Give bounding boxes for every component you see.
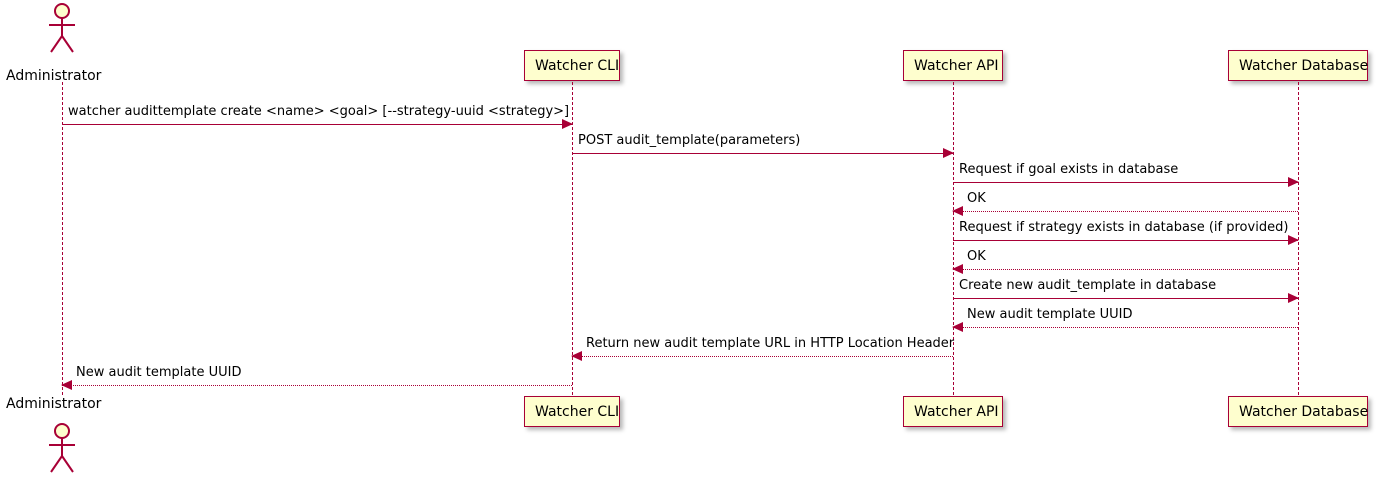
- message-label-4: OK: [967, 191, 986, 206]
- arrowhead-right-icon-5: [1288, 235, 1299, 245]
- message-label-5: Request if strategy exists in database (…: [959, 220, 1289, 235]
- arrowhead-right-icon-3: [1288, 177, 1299, 187]
- arrowhead-right-icon-2: [943, 148, 954, 158]
- participant-box-watcher-database-top[interactable]: Watcher Database: [1228, 50, 1368, 81]
- message-line-3: [953, 182, 1298, 183]
- message-line-8: [953, 327, 1298, 328]
- stick-figure-icon: [49, 3, 75, 53]
- actor-label-administrator-bottom: Administrator: [6, 396, 102, 412]
- arrowhead-left-icon-10: [61, 380, 72, 390]
- participant-box-watcher-api-top[interactable]: Watcher API: [903, 50, 1003, 81]
- arrowhead-left-icon-6: [952, 264, 963, 274]
- message-label-9: Return new audit template URL in HTTP Lo…: [586, 336, 955, 351]
- message-label-2: POST audit_template(parameters): [578, 133, 801, 148]
- lifeline-watcher-api: [953, 82, 954, 395]
- message-label-6: OK: [967, 249, 986, 264]
- arrowhead-left-icon-8: [952, 322, 963, 332]
- message-line-7: [953, 298, 1298, 299]
- lifeline-administrator: [62, 82, 63, 395]
- arrowhead-left-icon-4: [952, 206, 963, 216]
- arrowhead-left-icon-9: [571, 351, 582, 361]
- message-label-7: Create new audit_template in database: [959, 278, 1217, 293]
- participant-box-watcher-database-bottom[interactable]: Watcher Database: [1228, 396, 1368, 427]
- message-line-10: [62, 385, 572, 386]
- arrowhead-right-icon-7: [1288, 293, 1299, 303]
- participant-box-watcher-cli-bottom[interactable]: Watcher CLI: [524, 396, 620, 427]
- message-line-2: [572, 153, 953, 154]
- message-line-1: [62, 124, 572, 125]
- message-label-3: Request if goal exists in database: [959, 162, 1179, 177]
- message-label-10: New audit template UUID: [76, 365, 242, 380]
- message-line-5: [953, 240, 1298, 241]
- participant-box-watcher-api-bottom[interactable]: Watcher API: [903, 396, 1003, 427]
- message-label-1: watcher audittemplate create <name> <goa…: [68, 104, 570, 119]
- message-label-8: New audit template UUID: [967, 307, 1133, 322]
- actor-label-administrator-top: Administrator: [6, 68, 102, 84]
- actor-icon-administrator-top: [42, 2, 82, 56]
- message-line-4: [953, 211, 1298, 212]
- message-line-9: [572, 356, 953, 357]
- arrowhead-right-icon-1: [562, 119, 573, 129]
- actor-icon-administrator-bottom: [42, 422, 82, 476]
- stick-figure-icon: [49, 423, 75, 473]
- message-line-6: [953, 269, 1298, 270]
- participant-box-watcher-cli-top[interactable]: Watcher CLI: [524, 50, 620, 81]
- lifeline-watcher-cli: [572, 82, 573, 395]
